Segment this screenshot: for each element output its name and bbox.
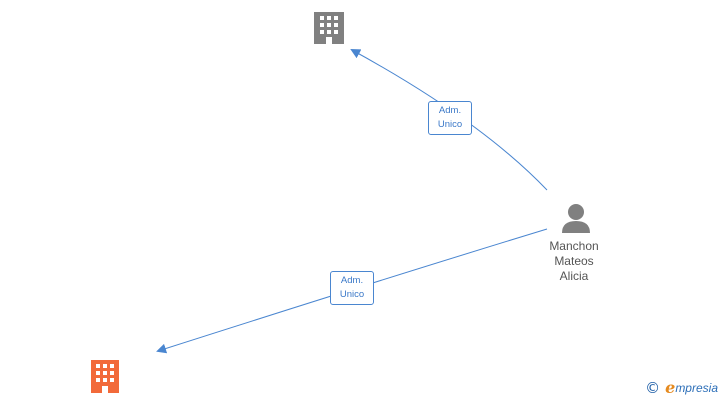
edge-label-bottom[interactable]: Adm. Unico: [330, 271, 374, 305]
edge-label-line1: Adm.: [438, 105, 462, 116]
person-name-line2: Mateos: [554, 254, 594, 268]
person-name-line3: Alicia: [559, 269, 589, 283]
person-name-label[interactable]: Manchon Mateos Alicia: [534, 239, 614, 284]
brand-e-letter: e: [665, 378, 676, 397]
person-name-line1: Manchon: [549, 239, 599, 253]
brand-name: mpresia: [675, 380, 718, 395]
edge-label-top[interactable]: Adm. Unico: [428, 101, 472, 135]
edge-label-line1: Adm.: [340, 275, 364, 286]
copyright-symbol: ©: [645, 378, 661, 397]
building-icon[interactable]: [314, 12, 344, 44]
building-icon-highlighted[interactable]: [91, 360, 119, 393]
edge-label-line2: Unico: [437, 119, 463, 130]
person-icon[interactable]: [562, 204, 590, 233]
edge-label-line2: Unico: [339, 289, 365, 300]
brand-logo: © e mpresia: [645, 378, 718, 397]
